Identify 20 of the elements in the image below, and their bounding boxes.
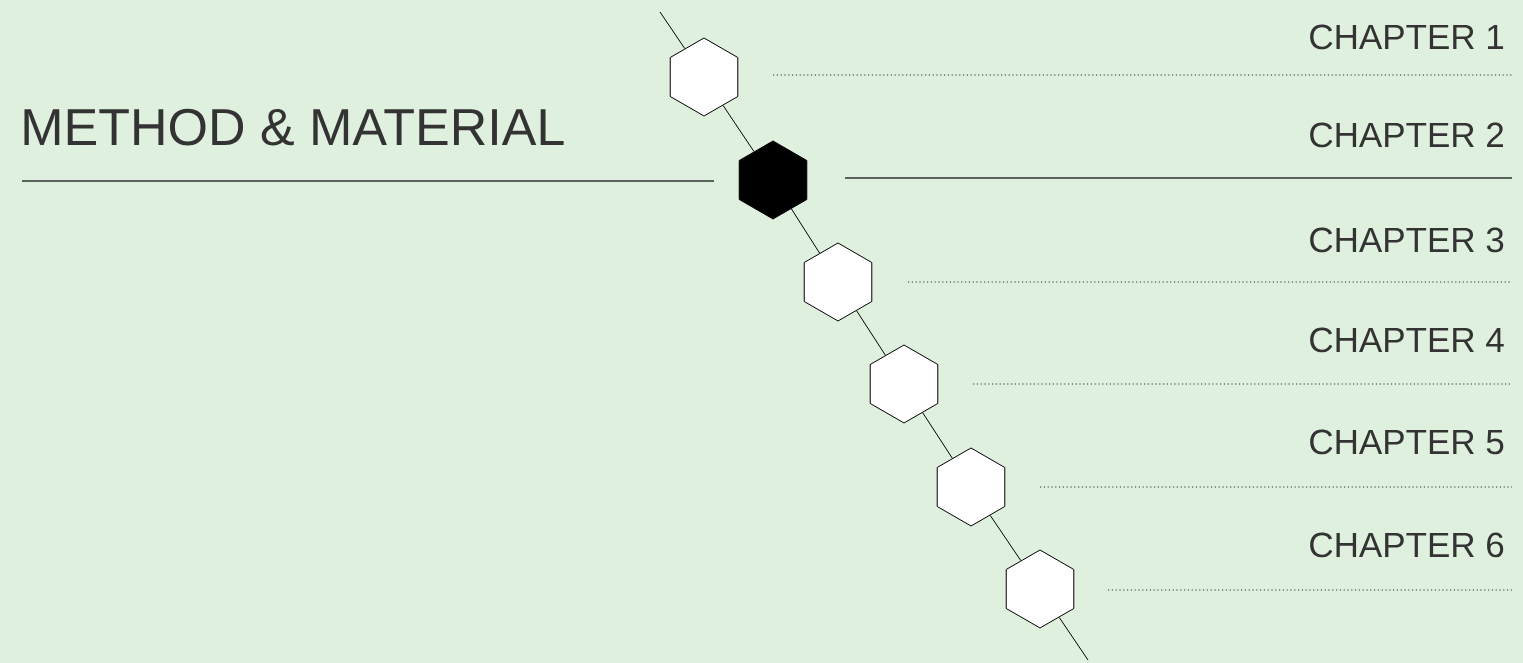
chapter-label: CHAPTER 1: [1310, 24, 1504, 50]
connector-line: [922, 412, 953, 459]
hexagon-marker: [803, 242, 873, 322]
chapter-label: CHAPTER 2: [1310, 122, 1503, 148]
hexagon-marker: [669, 37, 739, 117]
connector-line: [790, 208, 821, 254]
chapter-label: CHAPTER 4: [1310, 327, 1504, 353]
chapter-label: CHAPTER 6: [1310, 532, 1504, 558]
chapter-label: CHAPTER 5: [1310, 429, 1504, 455]
connector-line: [856, 310, 886, 356]
hexagon-marker: [1005, 549, 1075, 629]
hexagon-marker: [869, 344, 939, 424]
connector-line: [989, 514, 1022, 561]
hexagon-marker: [936, 447, 1006, 527]
connector-line: [659, 11, 686, 50]
title: METHOD & MATERIAL: [24, 108, 564, 146]
connector-line: [722, 105, 755, 152]
connector-line: [1058, 616, 1089, 661]
hexagon-marker: [738, 140, 808, 220]
chapter-label: CHAPTER 3: [1310, 227, 1504, 253]
